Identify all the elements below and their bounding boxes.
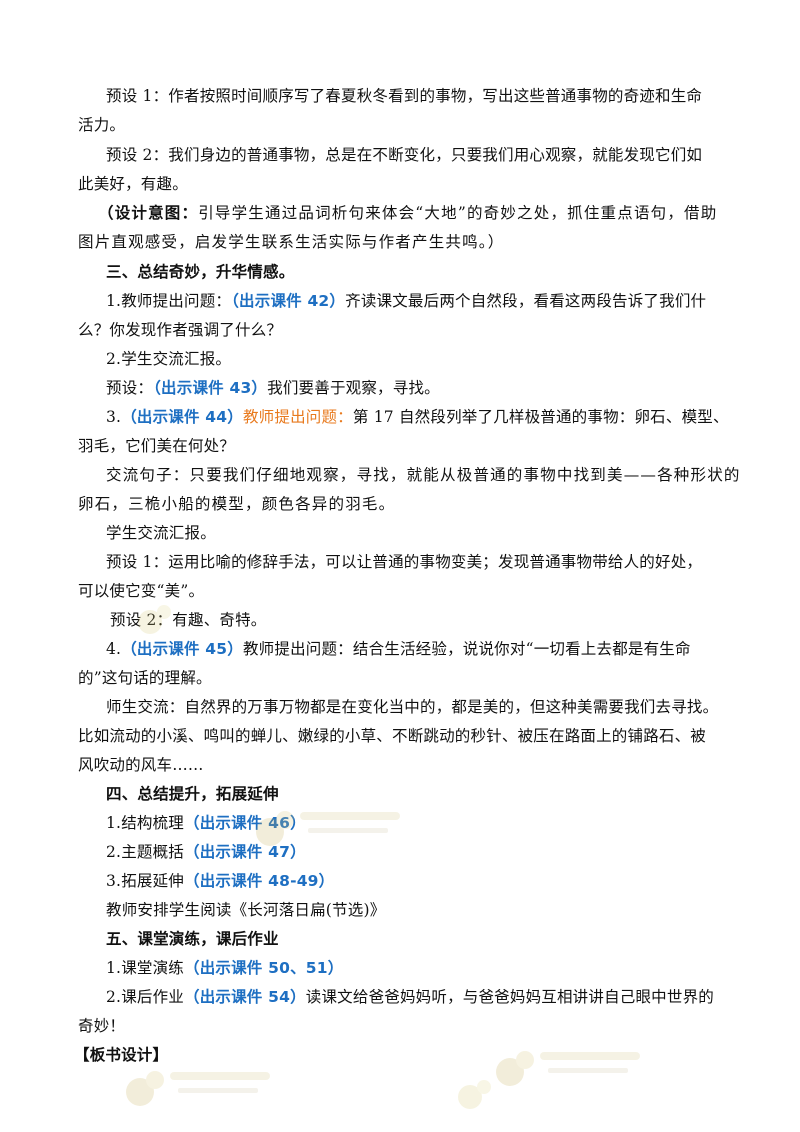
item-text: 2.主题概括 [106,843,184,861]
paragraph-line: 2.课后作业（出示课件 54）读课文给爸爸妈妈听，与爸爸妈妈互相讲讲自己眼中世界… [106,986,714,1008]
paragraph-line: 1.结构梳理（出示课件 46） [106,812,306,834]
section-heading-text: 四、总结提升，拓展延伸 [106,784,279,803]
item-text: 齐读课文最后两个自然段，看看这两段告诉了我们什 [345,292,707,310]
courseware-ref: （出示课件 43） [153,379,268,397]
section-heading-4: 四、总结提升，拓展延伸 [106,783,279,805]
paragraph-line: 4.（出示课件 45）教师提出问题：结合生活经验，说说你对“一切看上去都是有生命 [106,638,691,660]
item-text: 可以使它变“美”。 [78,582,205,600]
paragraph-line: 2.学生交流汇报。 [106,348,231,370]
paragraph-line: 么？你发现作者强调了什么？ [78,319,282,341]
watermark-logo-icon [458,1080,491,1109]
courseware-ref: （出示课件 54） [184,988,306,1006]
item-text: 3.拓展延伸 [106,872,184,890]
item-text: 比如流动的小溪、鸣叫的蝉儿、嫩绿的小草、不断跳动的秒针、被压在路面上的铺路石、被 [78,727,707,745]
exchange-sentence-line: 卵石，三桅小船的模型，颜色各异的羽毛。 [78,493,395,515]
item-text: 奇妙！ [78,1017,126,1035]
paragraph-line: 活力。 [78,114,125,136]
board-design-text: 【板书设计】 [74,1045,169,1064]
paragraph-line: 教师安排学生阅读《长河落日扁(节选)》 [106,899,385,921]
item-text: 师生交流：自然界的万事万物都是在变化当中的，都是美的，但这种美需要我们去寻找。 [106,698,719,716]
item-text: 羽毛，它们美在何处？ [78,437,236,455]
item-text: 1.结构梳理 [106,814,184,832]
item-text: 预设 1：运用比喻的修辞手法，可以让普通的事物变美；发现普通事物带给人的好处， [106,553,703,571]
courseware-ref: （出示课件 45） [121,640,243,658]
item-text: 预设 2：有趣、奇特。 [110,611,267,629]
paragraph-line: 1.教师提出问题：（出示课件 42）齐读课文最后两个自然段，看看这两段告诉了我们… [106,290,706,312]
item-text: 么？你发现作者强调了什么？ [78,321,283,339]
design-intent-label: （设计意图： [98,203,199,222]
board-design-heading: 【板书设计】 [74,1044,168,1066]
courseware-ref: （出示课件 50、51） [184,959,344,977]
design-intent-text: 引导学生通过品词析句来体会“大地”的奇妙之处，抓住重点语句，借助 [198,204,718,222]
section-heading-5: 五、课堂演练，课后作业 [106,928,279,950]
paragraph-line: 风吹动的风车…… [78,754,204,776]
item-text: 教师提出问题：结合生活经验，说说你对“一切看上去都是有生命 [242,640,691,658]
paragraph-line: 3.拓展延伸（出示课件 48-49） [106,870,334,892]
section-heading-text: 三、总结奇妙，升华情感。 [106,262,295,281]
paragraph-line: 1.课堂演练（出示课件 50、51） [106,957,343,979]
courseware-ref: （出示课件 44） [121,408,243,426]
paragraph-line: 师生交流：自然界的万事万物都是在变化当中的，都是美的，但这种美需要我们去寻找。 [106,696,718,718]
paragraph-line: 预设 2：有趣、奇特。 [110,609,267,631]
design-intent-line: （设计意图：引导学生通过品词析句来体会“大地”的奇妙之处，抓住重点语句，借助 [98,202,717,224]
paragraph-line: 的”这句话的理解。 [78,667,212,689]
item-text: 第 17 自然段列举了几样极普通的事物：卵石、模型、 [352,408,729,426]
item-text: 4. [106,640,122,658]
preset-1-text-cont: 活力。 [78,116,126,134]
paragraph-line: 预设 1：运用比喻的修辞手法，可以让普通的事物变美；发现普通事物带给人的好处， [106,551,702,573]
item-text: 预设： [106,379,154,397]
paragraph-line: 此美好，有趣。 [78,173,188,195]
paragraph-line: 3.（出示课件 44）教师提出问题：第 17 自然段列举了几样极普通的事物：卵石… [106,406,729,428]
section-heading-3: 三、总结奇妙，升华情感。 [106,261,294,283]
exchange-sentence-line: 交流句子：只要我们仔细地观察，寻找，就能从极普通的事物中找到美——各种形状的 [106,464,741,486]
paragraph-line: 2.主题概括（出示课件 47） [106,841,306,863]
exchange-sentence-text: 交流句子：只要我们仔细地观察，寻找，就能从极普通的事物中找到美——各种形状的 [106,466,741,484]
item-text: 2.课后作业 [106,988,184,1006]
paragraph-line: 比如流动的小溪、鸣叫的蝉儿、嫩绿的小草、不断跳动的秒针、被压在路面上的铺路石、被 [78,725,706,747]
courseware-ref: （出示课件 42） [231,292,346,310]
design-intent-text-cont: 图片直观感受，启发学生联系生活实际与作者产生共鸣。） [78,233,505,251]
watermark-logo-icon [496,1051,640,1086]
paragraph-line: 学生交流汇报。 [106,522,216,544]
section-heading-text: 五、课堂演练，课后作业 [106,929,279,948]
item-text: 教师安排学生阅读《长河落日扁(节选)》 [106,901,386,919]
item-text: 我们要善于观察，寻找。 [267,379,440,397]
item-text: 2.学生交流汇报。 [106,350,232,368]
courseware-ref: （出示课件 47） [184,843,306,861]
teacher-question-label: 教师提出问题： [242,408,353,426]
courseware-ref: （出示课件 46） [184,814,306,832]
exchange-sentence-text: 卵石，三桅小船的模型，颜色各异的羽毛。 [78,495,396,513]
paragraph-line: 预设：（出示课件 43）我们要善于观察，寻找。 [106,377,440,399]
courseware-ref: （出示课件 48-49） [184,872,335,890]
item-text: 的”这句话的理解。 [78,669,212,687]
item-text: 1.课堂演练 [106,959,184,977]
paragraph-line: 预设 1：作者按照时间顺序写了春夏秋冬看到的事物，写出这些普通事物的奇迹和生命 [106,85,702,107]
item-text: 3. [106,408,122,426]
item-text: 风吹动的风车…… [78,756,204,774]
preset-1-text: 预设 1：作者按照时间顺序写了春夏秋冬看到的事物，写出这些普通事物的奇迹和生命 [106,87,703,105]
design-intent-line: 图片直观感受，启发学生联系生活实际与作者产生共鸣。） [78,231,504,253]
item-text: 1.教师提出问题： [106,292,232,310]
preset-2-text: 预设 2：我们身边的普通事物，总是在不断变化，只要我们用心观察，就能发现它们如 [106,146,703,164]
item-text: 学生交流汇报。 [106,524,216,542]
item-text: 读课文给爸爸妈妈听，与爸爸妈妈互相讲讲自己眼中世界的 [305,988,714,1006]
paragraph-line: 羽毛，它们美在何处？ [78,435,235,457]
preset-2-text-cont: 此美好，有趣。 [78,175,188,193]
paragraph-line: 可以使它变“美”。 [78,580,204,602]
paragraph-line: 预设 2：我们身边的普通事物，总是在不断变化，只要我们用心观察，就能发现它们如 [106,144,702,166]
paragraph-line: 奇妙！ [78,1015,125,1037]
